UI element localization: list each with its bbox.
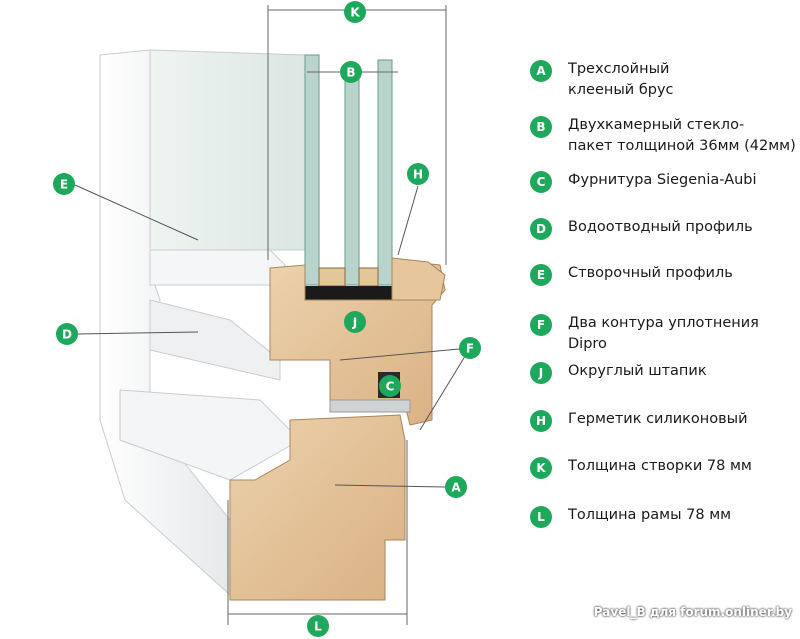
legend-text: Створочный профиль xyxy=(568,265,733,281)
svg-text:F: F xyxy=(466,342,474,356)
glazing-unit xyxy=(304,54,393,300)
legend-badge: B xyxy=(530,116,552,138)
legend-text: Герметик силиконовый xyxy=(568,411,748,427)
callout-k: K xyxy=(344,1,366,23)
drainage-profile xyxy=(149,299,281,381)
svg-text:E: E xyxy=(60,178,68,192)
legend-badge: J xyxy=(530,362,552,384)
frame-wood xyxy=(229,414,406,601)
callout-f: F xyxy=(459,337,481,359)
callout-a: A xyxy=(445,476,467,498)
legend-text: Толщина створки 78 мм xyxy=(568,458,752,474)
legend: A Трехслойный клееный брус B Двухкамерны… xyxy=(530,0,800,639)
svg-text:C: C xyxy=(386,380,395,394)
legend-badge: F xyxy=(530,314,552,336)
watermark: Pavel_B для forum.onliner.by xyxy=(593,605,792,619)
callout-e: E xyxy=(53,173,75,195)
callout-d: D xyxy=(56,323,78,345)
legend-badge: H xyxy=(530,410,552,432)
svg-text:L: L xyxy=(314,620,322,634)
glazing-bead xyxy=(391,257,446,301)
dimension-l xyxy=(227,440,408,625)
sill-profile xyxy=(119,389,301,481)
callout-h: H xyxy=(407,163,429,185)
sash-wood xyxy=(269,259,446,426)
legend-badge: L xyxy=(530,506,552,528)
legend-text: Толщина рамы 78 мм xyxy=(568,507,732,523)
legend-item-f: F Два контура уплотнения Dipro xyxy=(530,313,800,355)
legend-item-l: L Толщина рамы 78 мм xyxy=(530,505,800,528)
legend-text: Два контура уплотнения Dipro xyxy=(568,315,759,352)
legend-badge: E xyxy=(530,264,552,286)
svg-text:B: B xyxy=(346,66,355,80)
legend-text: Трехслойный клееный брус xyxy=(568,61,674,98)
window-cross-section-diagram: K B H E D J F C A L xyxy=(53,1,481,637)
legend-text: Фурнитура Siegenia-Aubi xyxy=(568,172,757,188)
legend-item-c: C Фурнитура Siegenia-Aubi xyxy=(530,170,800,193)
legend-badge: C xyxy=(530,171,552,193)
legend-item-a: A Трехслойный клееный брус xyxy=(530,59,800,101)
sash-profile-upper xyxy=(149,249,286,286)
legend-text: Водоотводный профиль xyxy=(568,219,753,235)
legend-item-d: D Водоотводный профиль xyxy=(530,217,800,240)
legend-item-h: H Герметик силиконовый xyxy=(530,409,800,432)
legend-badge: K xyxy=(530,457,552,479)
legend-item-e: E Створочный профиль xyxy=(530,263,800,286)
legend-badge: A xyxy=(530,60,552,82)
callout-l: L xyxy=(307,615,329,637)
svg-text:D: D xyxy=(62,328,72,342)
legend-item-k: K Толщина створки 78 мм xyxy=(530,456,800,479)
legend-text: Двухкамерный стекло- пакет толщиной 36мм… xyxy=(568,117,796,154)
legend-item-j: J Округлый штапик xyxy=(530,361,800,384)
leader-lines xyxy=(74,184,471,488)
callout-c: C xyxy=(379,375,401,397)
svg-text:H: H xyxy=(413,168,423,182)
callout-j: J xyxy=(344,311,366,333)
svg-text:K: K xyxy=(350,6,360,20)
legend-text: Округлый штапик xyxy=(568,363,707,379)
callout-b: B xyxy=(340,61,362,83)
legend-item-b: B Двухкамерный стекло- пакет толщиной 36… xyxy=(530,115,800,157)
legend-badge: D xyxy=(530,218,552,240)
frame-inner-face xyxy=(149,49,306,251)
svg-text:J: J xyxy=(352,316,357,330)
hardware-strip xyxy=(329,399,411,413)
svg-text:A: A xyxy=(451,481,461,495)
